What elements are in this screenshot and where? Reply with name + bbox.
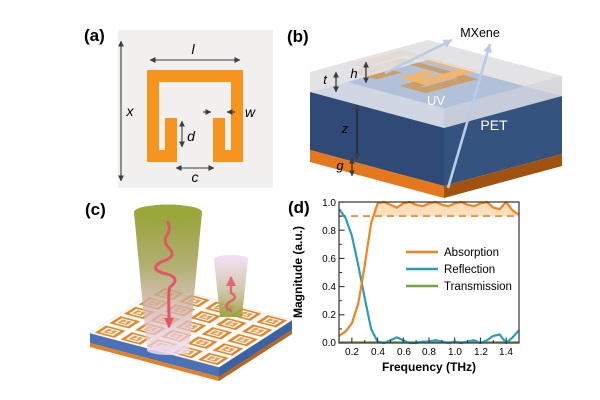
panel-b-label: (b) <box>287 27 309 46</box>
dim-label-d: d <box>187 128 196 144</box>
x-tick: 1.4 <box>499 347 513 358</box>
unit-cell-background <box>118 30 273 188</box>
srr-schematic <box>147 70 243 162</box>
dim-label-h: h <box>350 66 357 81</box>
dim-label-l: l <box>191 41 195 57</box>
y-tick: 0.8 <box>322 226 336 237</box>
dim-label-w: w <box>245 104 256 120</box>
incident-beam-cone <box>134 204 202 355</box>
x-tick: 1.2 <box>474 347 488 358</box>
uv-beam-arrow <box>446 43 492 189</box>
y-tick: 0.4 <box>322 282 336 293</box>
pet-label: PET <box>480 117 508 133</box>
dimension-arrows-a <box>118 40 241 182</box>
small-cone-top <box>214 255 248 263</box>
ground-layer-left-face <box>310 150 444 198</box>
panel-a-label: (a) <box>84 26 105 45</box>
absorption-fill <box>373 202 519 217</box>
panel-a: (a) l x w d c <box>84 26 273 188</box>
y-tick: 0.2 <box>322 310 336 321</box>
panel-d: (d) 0.2 0.4 0.6 0.8 1.0 1.2 1.4 0.0 0.2 … <box>288 198 520 374</box>
x-tick: 0.2 <box>345 347 359 358</box>
encapsulation-left-face <box>310 72 444 128</box>
encapsulation-top-face <box>310 40 562 108</box>
chart-legend: Absorption Reflection Transmission <box>406 247 512 293</box>
dim-label-g: g <box>336 158 344 173</box>
slab-side-left-blue <box>90 333 219 377</box>
slab-side-right-orange <box>219 330 292 381</box>
slab-side-right-blue <box>219 320 292 377</box>
small-pulse-arrow <box>225 276 236 313</box>
mxene-pointer-arrow <box>384 38 453 75</box>
encapsulation-right-face <box>444 76 562 128</box>
srr-right-bar <box>231 70 243 162</box>
dim-label-x: x <box>126 103 135 119</box>
x-tick: 0.6 <box>397 347 411 358</box>
y-tick: 0.0 <box>322 338 336 349</box>
panel-c: (c) <box>85 200 293 381</box>
ground-layer-right-face <box>444 154 562 198</box>
srr-top-bar <box>147 70 243 82</box>
srr-right-stub <box>213 118 225 162</box>
srr-left-stub <box>165 118 177 162</box>
legend-label-absorption: Absorption <box>444 247 499 259</box>
axis-ticks <box>339 201 507 344</box>
mxene-label: MXene <box>460 26 500 40</box>
incident-cone-base <box>147 345 189 355</box>
small-beam-cone <box>214 255 248 317</box>
pet-left-face <box>310 92 444 186</box>
dim-label-z: z <box>341 121 349 136</box>
dim-label-c: c <box>192 169 199 185</box>
dimension-arrows-b <box>333 61 369 177</box>
panel-c-label: (c) <box>85 200 106 219</box>
y-tick: 1.0 <box>322 198 336 209</box>
pet-right-face <box>444 96 562 186</box>
y-tick: 0.6 <box>322 254 336 265</box>
reflection-curve <box>338 208 520 345</box>
absorption-curve <box>338 200 520 337</box>
incident-cone-top <box>134 204 202 220</box>
y-axis-title: Magnitude (a.u.) <box>291 226 305 318</box>
encapsulation-back-rim <box>310 40 562 96</box>
slab-side-left-orange <box>90 343 219 381</box>
thz-pulse-waveform <box>154 220 177 328</box>
legend-label-reflection: Reflection <box>444 264 495 276</box>
incident-cone-body <box>134 212 202 350</box>
panel-d-label: (d) <box>288 198 310 217</box>
dim-label-t: t <box>323 72 328 87</box>
x-tick: 0.8 <box>422 347 436 358</box>
panel-b: (b) t h z g MXene UV PET <box>287 26 562 198</box>
srr-left-bar <box>147 70 159 162</box>
x-tick: 1.0 <box>448 347 462 358</box>
x-tick: 0.4 <box>371 347 385 358</box>
x-tick-labels: 0.2 0.4 0.6 0.8 1.0 1.2 1.4 <box>345 347 513 358</box>
y-tick-labels: 0.0 0.2 0.4 0.6 0.8 1.0 <box>322 198 336 349</box>
uv-label: UV <box>427 93 445 108</box>
legend-label-transmission: Transmission <box>444 281 512 293</box>
x-axis-title: Frequency (THz) <box>382 360 476 374</box>
